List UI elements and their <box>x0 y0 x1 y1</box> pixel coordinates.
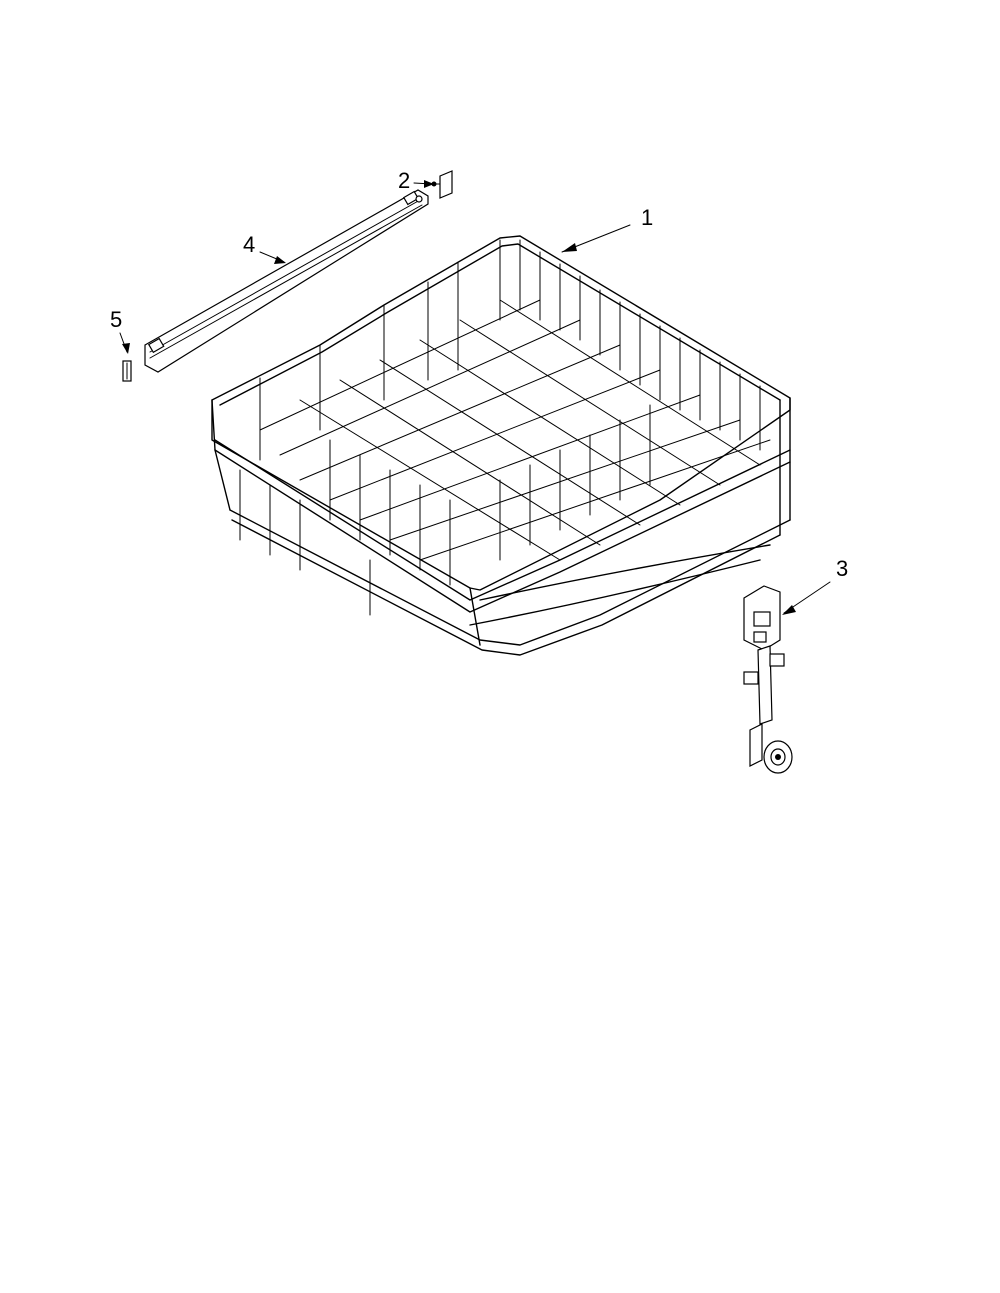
part-5-end-cap <box>122 360 132 382</box>
rack-back-tines <box>259 239 761 461</box>
rack-interior-tines <box>259 299 771 561</box>
callout-1: 1 <box>561 205 653 253</box>
rack-prongs <box>239 404 651 616</box>
callout-label-3: 3 <box>836 556 848 581</box>
part-4-rail <box>144 189 429 373</box>
callout-3: 3 <box>782 556 848 615</box>
part-3-adjuster-assembly <box>743 585 793 774</box>
callout-label-1: 1 <box>641 205 653 230</box>
callout-label-5: 5 <box>110 307 122 332</box>
callouts: 1 2 3 4 5 <box>110 168 848 615</box>
callout-label-4: 4 <box>243 232 255 257</box>
part-1-dish-rack <box>211 235 791 656</box>
callout-4: 4 <box>243 232 286 264</box>
callout-2: 2 <box>398 168 434 193</box>
callout-label-2: 2 <box>398 168 410 193</box>
callout-5: 5 <box>110 307 130 354</box>
part-2-clip <box>427 170 453 199</box>
